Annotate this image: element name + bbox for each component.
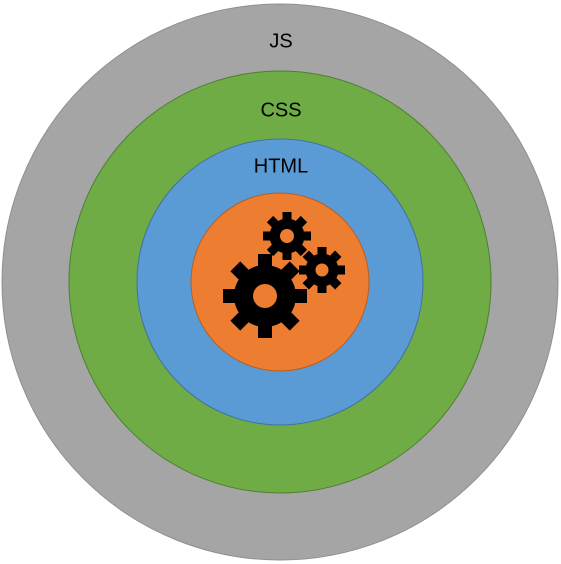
js-label: JS [269,30,292,52]
html-label: HTML [254,155,308,177]
gears-icon [223,212,345,338]
large-gear-icon [223,254,307,338]
css-label: CSS [260,99,301,121]
right-gear-icon [299,247,345,293]
top-gear-icon [263,212,311,260]
